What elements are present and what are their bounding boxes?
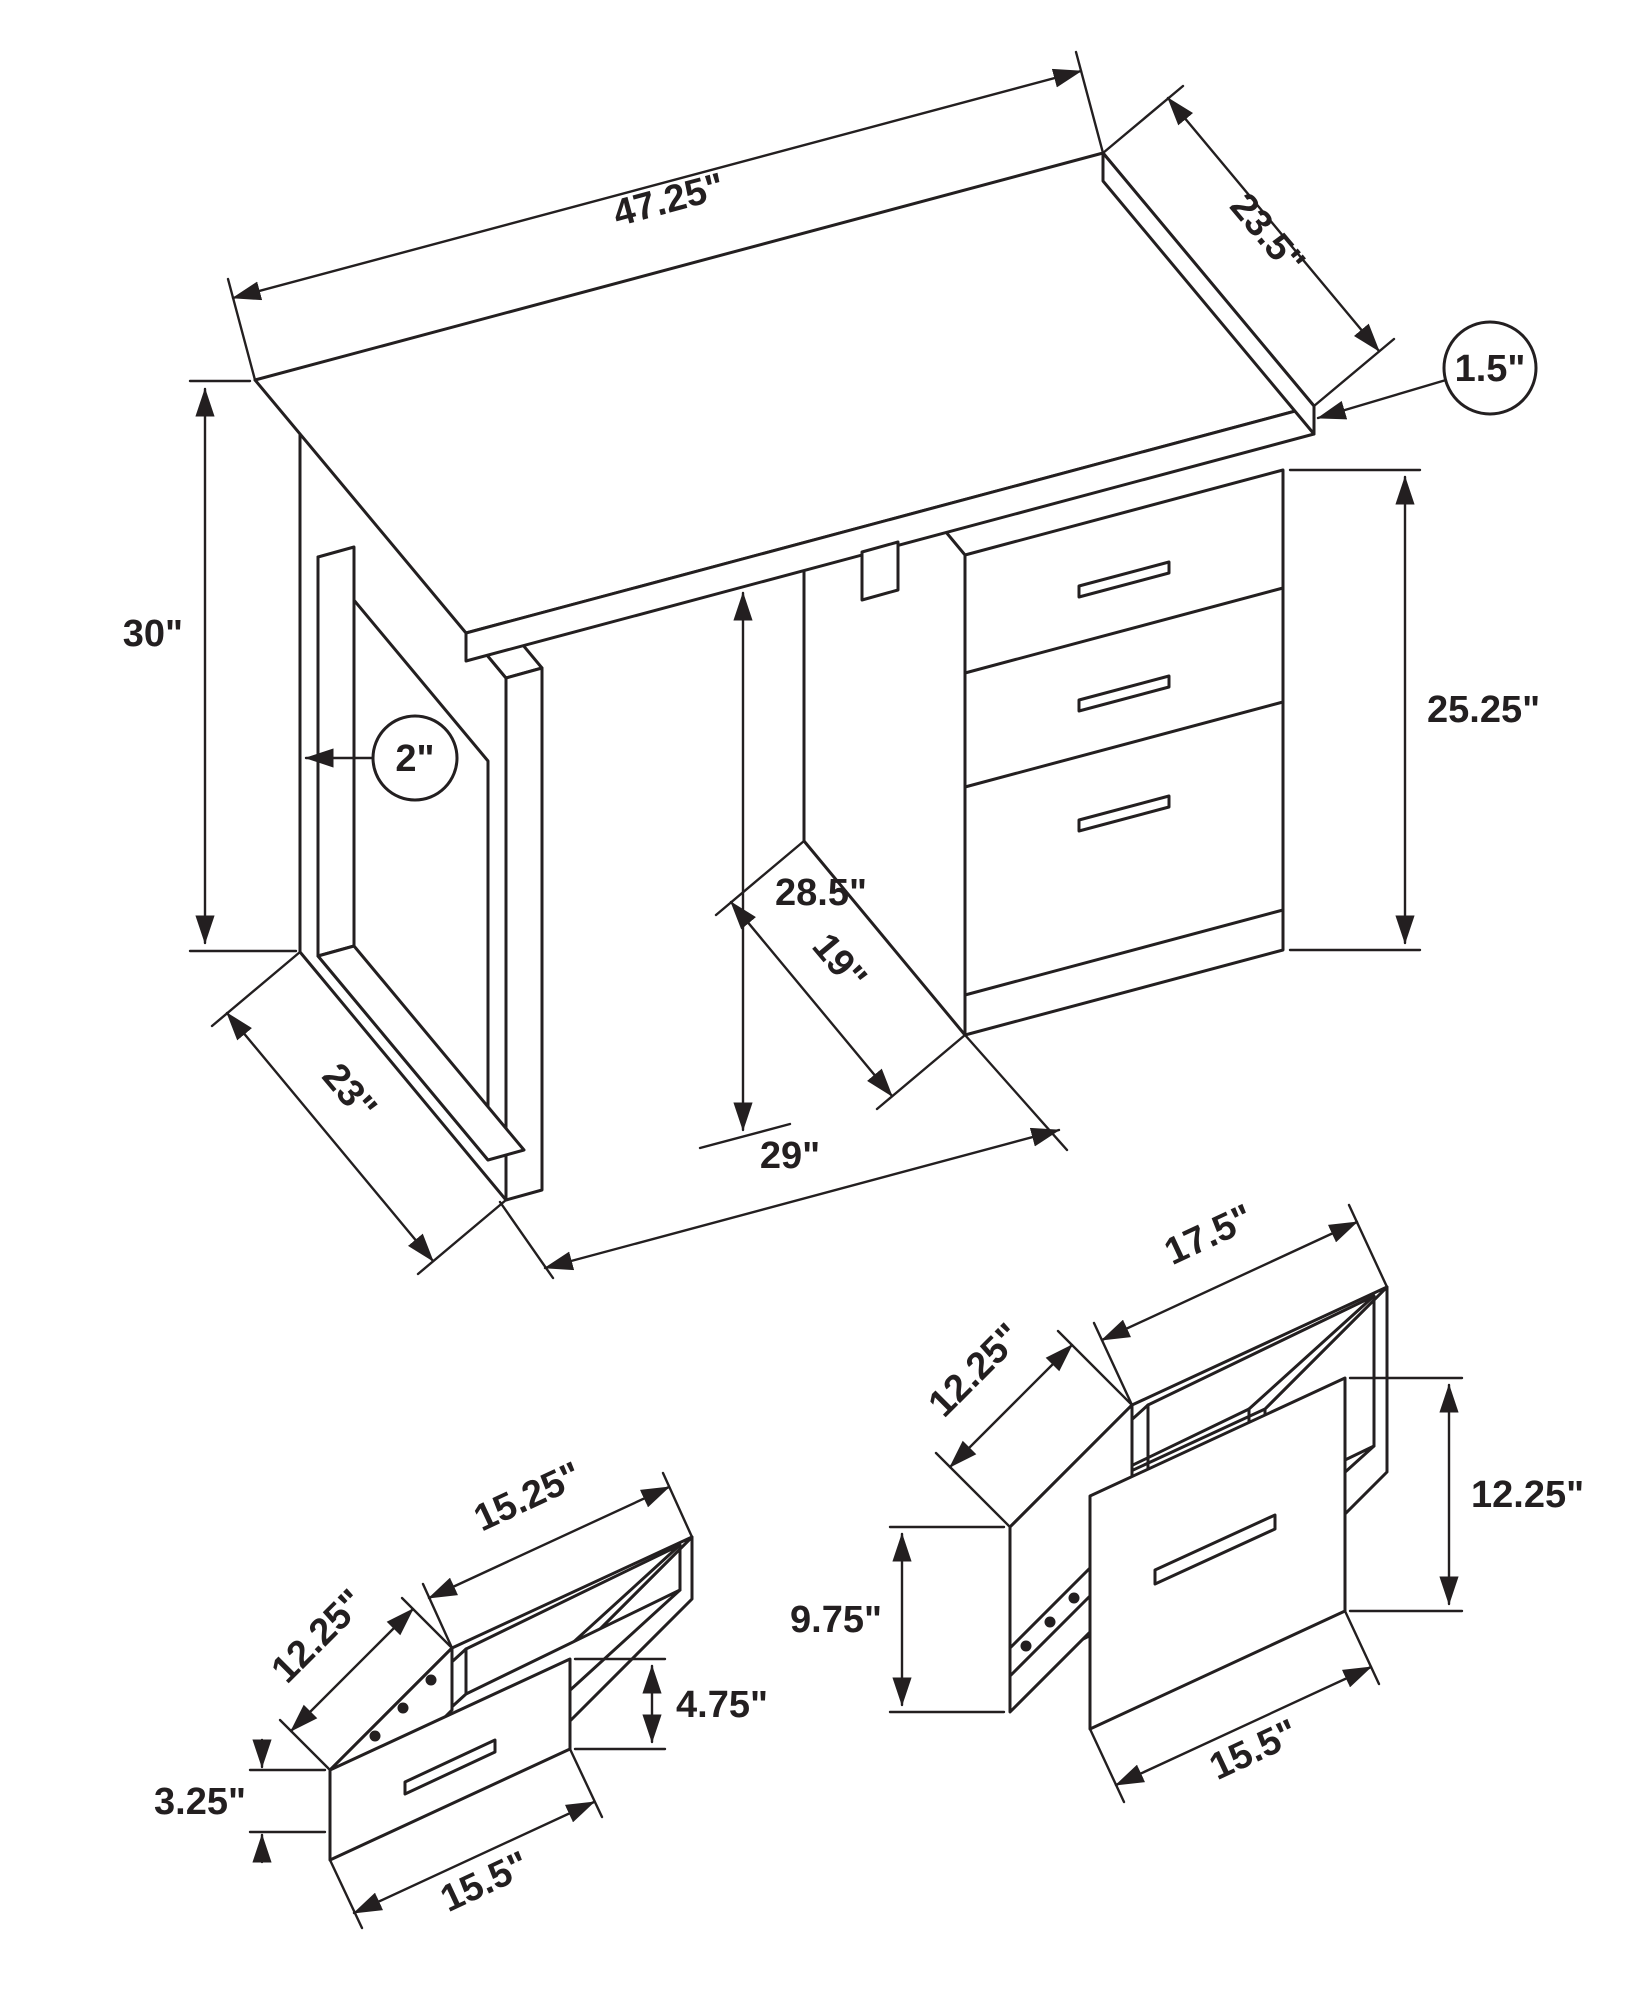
small-drawer-front-width-label: 15.5" <box>434 1844 535 1921</box>
drawer-handle-2 <box>1077 674 1171 713</box>
leg-cutout-back-face <box>316 545 356 958</box>
slide-screw-dot <box>1020 1640 1032 1652</box>
drawer-divider-1 <box>963 586 1285 675</box>
small-drawer-view: 12.25" 15.25" 3.25" 4.75" 15.5" <box>154 1454 768 1930</box>
dim-file-drawer-front-height: 12.25" <box>1348 1376 1584 1613</box>
slide-screw-dot <box>369 1730 381 1742</box>
cabinet-height-label: 25.25" <box>1427 689 1540 731</box>
file-drawer-front-height-label: 12.25" <box>1471 1474 1584 1516</box>
small-drawer-depth-label: 12.25" <box>264 1582 374 1692</box>
file-drawer-handle <box>1153 1513 1277 1586</box>
leg-front-face <box>504 666 544 1202</box>
slide-screw-dot <box>1044 1616 1056 1628</box>
dim-cabinet-height: 25.25" <box>1288 468 1540 952</box>
dim-overall-height: 30" <box>123 379 298 953</box>
small-drawer-side-height-label: 3.25" <box>154 1781 246 1823</box>
frame-thickness-circle <box>371 714 459 802</box>
top-thickness-circle <box>1442 320 1538 416</box>
small-drawer-handle <box>403 1738 497 1796</box>
dim-small-drawer-front-height: 4.75" <box>573 1657 768 1751</box>
slide-screw-dot <box>425 1674 437 1686</box>
cabinet-mount-bracket <box>860 540 900 602</box>
top-thickness-label: 1.5" <box>1455 348 1526 390</box>
leg-depth-label: 23" <box>314 1056 385 1129</box>
small-drawer-front-height-label: 4.75" <box>676 1684 768 1726</box>
desk-depth-label: 23.5" <box>1222 186 1313 283</box>
file-drawer-side-height-label: 9.75" <box>790 1599 882 1641</box>
file-drawer-front-width-label: 15.5" <box>1203 1712 1304 1789</box>
drawer-handle-3 <box>1077 794 1171 833</box>
dim-knee-width: 29" <box>498 1033 1069 1280</box>
cabinet-plinth-line <box>963 908 1285 997</box>
drawer-divider-2 <box>963 700 1285 789</box>
file-drawer-width-label: 17.5" <box>1158 1197 1259 1274</box>
slide-screw-dot <box>1068 1592 1080 1604</box>
slide-screw-dot <box>397 1702 409 1714</box>
frame-thickness-label: 2" <box>395 738 434 780</box>
dim-file-drawer-side-height: 9.75" <box>790 1525 1006 1714</box>
callout-top-thickness: 1.5" <box>1316 320 1538 420</box>
desk-length-label: 47.25" <box>609 165 729 235</box>
desk-view: 47.25" 23.5" 1.5" 30" 2" <box>123 50 1540 1280</box>
cabinet-front <box>963 468 1285 1037</box>
drawer-handle-1 <box>1077 560 1171 599</box>
small-drawer-width-label: 15.25" <box>468 1454 588 1540</box>
clearance-height-label: 28.5" <box>775 872 867 914</box>
file-drawer-depth-label: 12.25" <box>921 1316 1031 1426</box>
cabinet-depth-label: 19" <box>804 926 875 999</box>
dim-small-drawer-side-height: 3.25" <box>154 1738 327 1864</box>
overall-height-label: 30" <box>123 613 183 655</box>
knee-width-label: 29" <box>760 1135 820 1177</box>
file-drawer-view: 12.25" 17.5" 9.75" 12.25" 15.5" <box>790 1197 1584 1804</box>
callout-frame-thickness: 2" <box>304 714 459 802</box>
